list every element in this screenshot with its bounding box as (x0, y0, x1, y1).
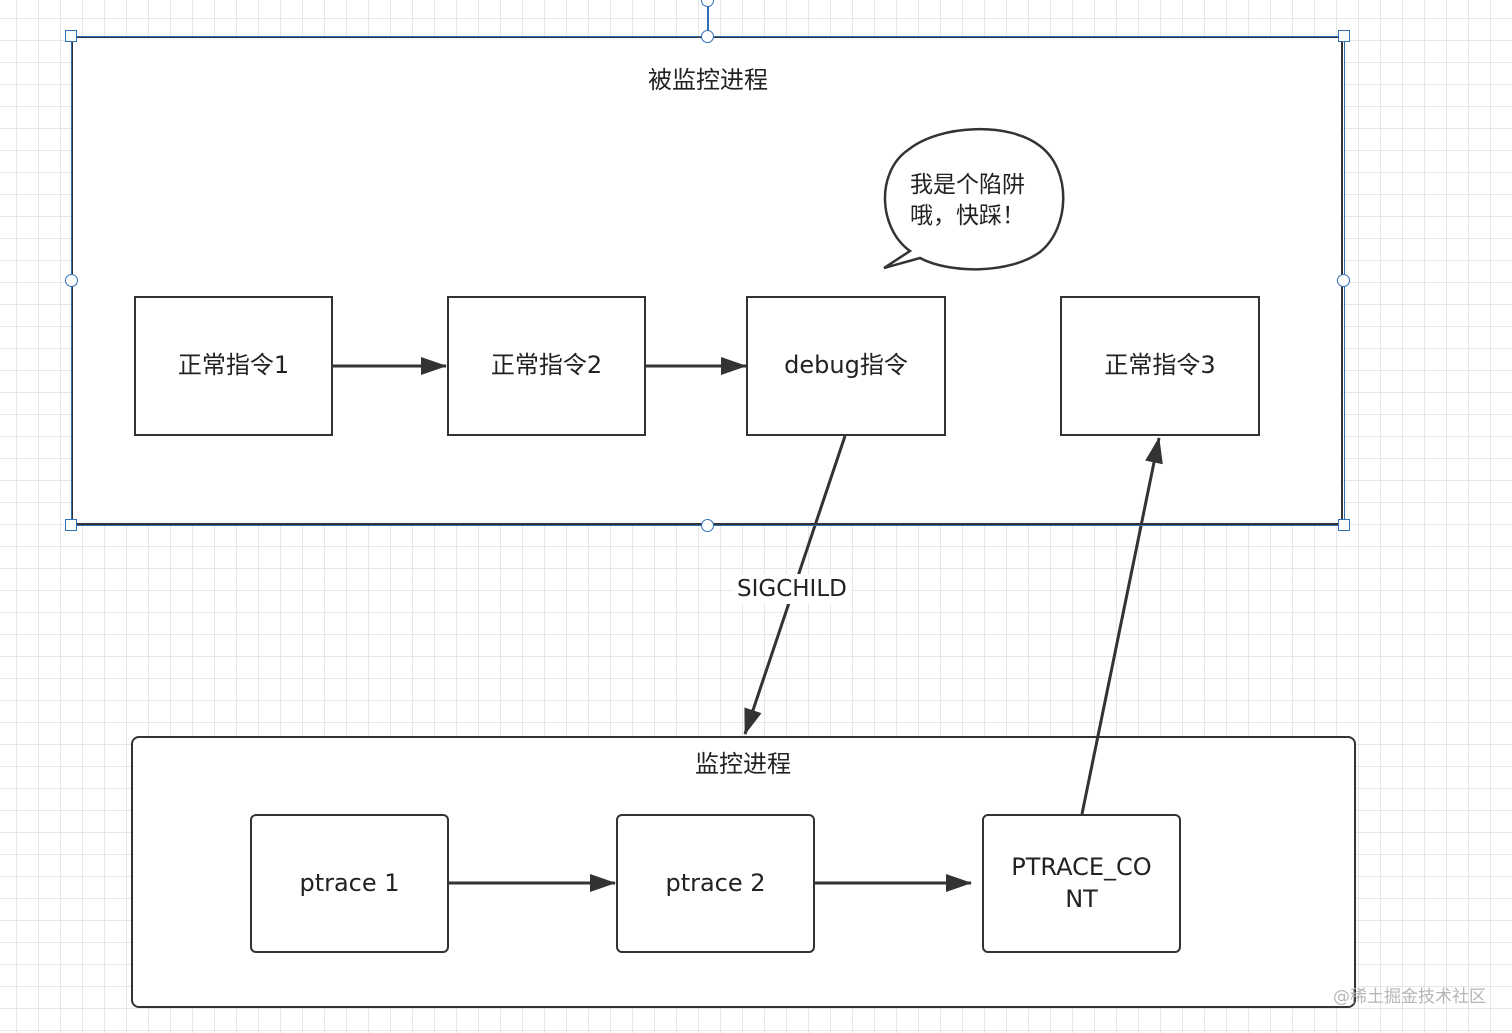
resize-handle-left[interactable] (65, 274, 78, 287)
callout-line-2: 哦，快踩！ (910, 203, 1025, 229)
monitored-process-title: 被监控进程 (648, 66, 768, 94)
monitored-process-container[interactable] (71, 36, 1343, 525)
resize-handle-bottom[interactable] (701, 519, 714, 532)
resize-handle-top[interactable] (701, 30, 714, 43)
arrow-ptrace-cont-to-step3 (1080, 437, 1163, 815)
callout-bubble (883, 127, 1065, 271)
rotate-handle-stem (707, 0, 709, 32)
watermark: @稀土掘金技术社区 (1333, 987, 1486, 1007)
step-ptrace-2[interactable]: ptrace 2 (616, 814, 815, 953)
step-normal-1[interactable]: 正常指令1 (134, 296, 333, 436)
step-ptrace-cont[interactable]: PTRACE_CO NT (982, 814, 1181, 953)
step-normal-3[interactable]: 正常指令3 (1060, 296, 1260, 436)
step-ptrace-1[interactable]: ptrace 1 (250, 814, 449, 953)
resize-handle-top-right[interactable] (1338, 30, 1350, 42)
resize-handle-right[interactable] (1337, 274, 1350, 287)
step-normal-2[interactable]: 正常指令2 (447, 296, 646, 436)
monitor-process-title: 监控进程 (695, 750, 791, 778)
step-debug[interactable]: debug指令 (746, 296, 946, 436)
resize-handle-bottom-right[interactable] (1338, 519, 1350, 531)
resize-handle-bottom-left[interactable] (65, 519, 77, 531)
callout-line-1: 我是个陷阱 (910, 172, 1025, 198)
sigchild-label: SIGCHILD (733, 574, 851, 604)
resize-handle-top-left[interactable] (65, 30, 77, 42)
